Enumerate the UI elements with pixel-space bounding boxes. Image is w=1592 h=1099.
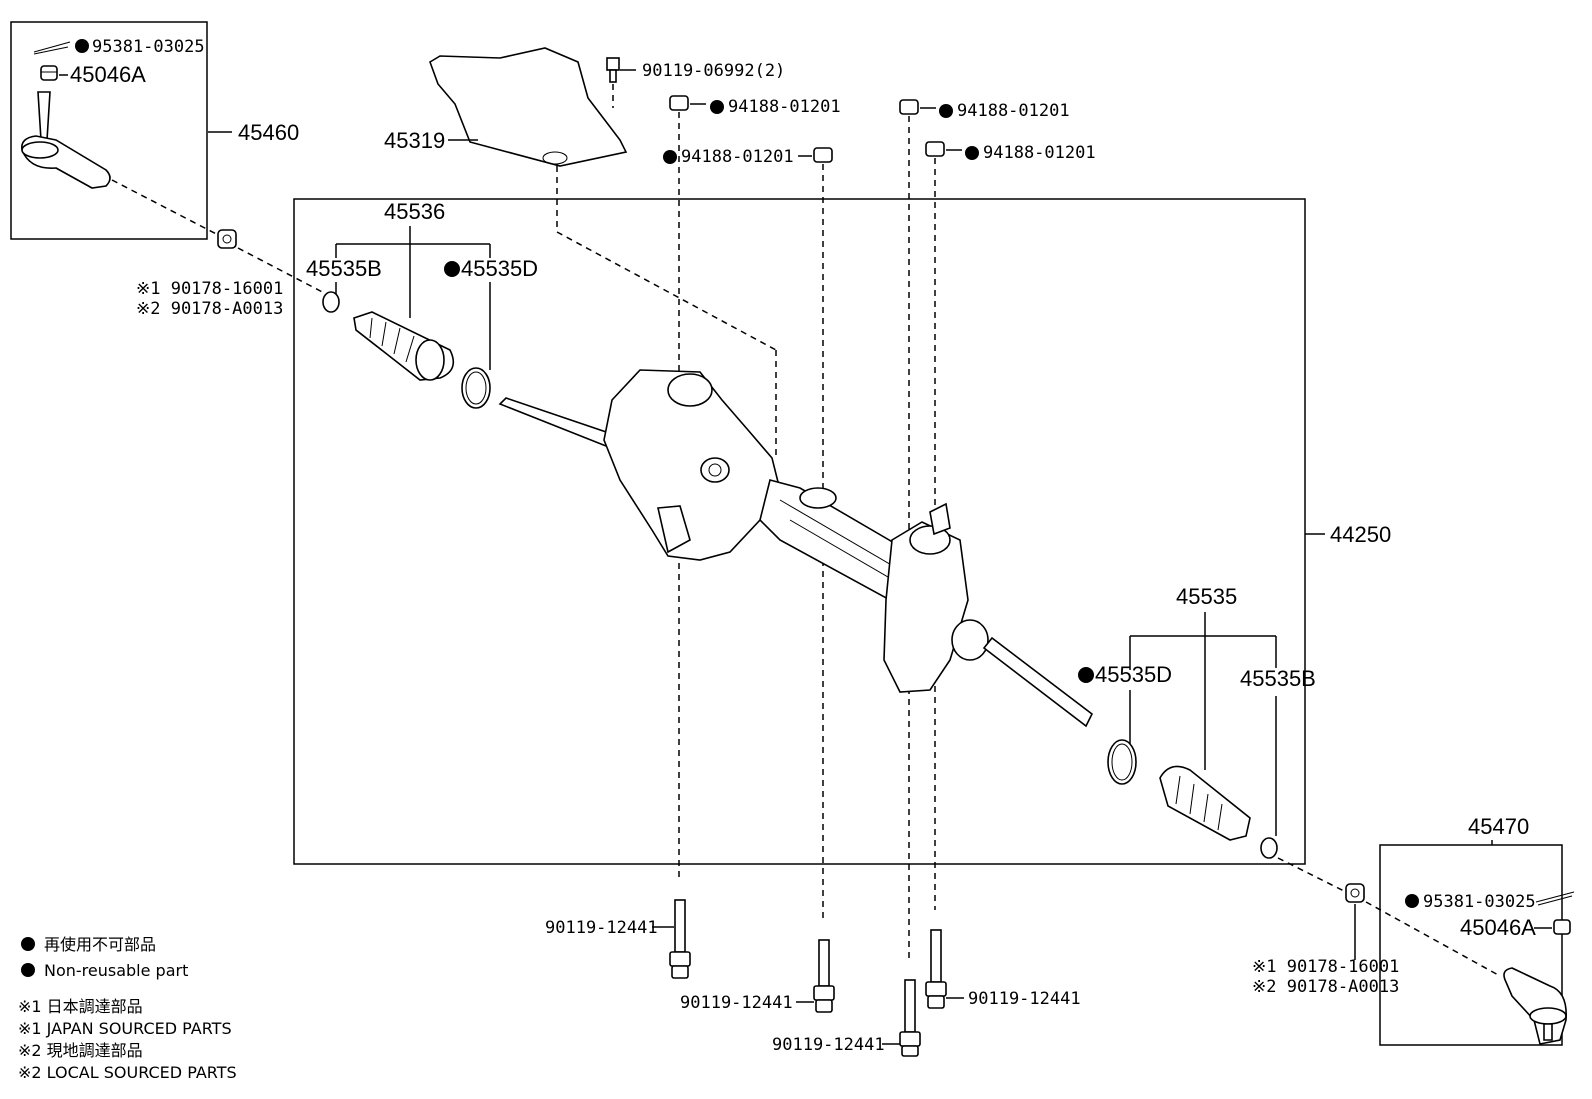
boot-band-icon [1107,739,1137,785]
legend-nonreusable-jp: 再使用不可部品 [44,935,156,954]
cotter-pin-icon [1535,891,1575,906]
label-90178-2-r: ※2 90178-A0013 [1252,977,1399,997]
bolt-icon [669,899,691,979]
label-bolt-1: 90119-12441 [545,918,658,938]
legend-nonreusable-en: Non-reusable part [44,961,188,980]
bolt-icon [925,929,947,1009]
legend-jp1: ※1 日本調達部品 [18,997,143,1016]
flange-nut-icon [925,141,945,157]
nonreusable-dot [75,39,89,53]
flange-nut-icon [669,95,689,111]
steering-gear-assembly-icon [498,369,1094,728]
nonreusable-dot [1405,894,1419,908]
bolt-icon [899,979,921,1057]
label-94188-b: 94188-01201 [681,147,794,167]
rack-boot-icon [353,311,455,381]
legend-jp2-en: ※2 LOCAL SOURCED PARTS [18,1063,237,1082]
label-45535B-l: 45535B [306,256,382,281]
label-45046A-tl: 45046A [70,62,146,87]
jam-nut-icon [1345,883,1365,903]
tie-rod-end-icon [20,91,111,189]
tie-rod-end-right-box [1379,844,1563,1046]
bolt-icon [813,939,835,1013]
steering-rack-box [293,198,1306,865]
label-94188-a: 94188-01201 [728,97,841,117]
label-44250: 44250 [1330,522,1391,547]
tie-rod-end-left-box [10,21,208,240]
boot-clip-icon [1260,837,1278,859]
rack-boot-icon [1159,765,1251,841]
label-45535D-r: 45535D [1095,662,1172,687]
label-45535D-l: 45535D [461,256,538,281]
label-bolt-3: 90119-12441 [968,989,1081,1009]
bolt-icon [606,57,620,83]
boot-band-icon [461,367,491,409]
label-45319: 45319 [384,128,445,153]
nut-icon [1553,919,1571,935]
legend-dot [21,937,35,951]
label-45536: 45536 [384,199,445,224]
label-45535B-r: 45535B [1240,666,1316,691]
label-94188-c: 94188-01201 [957,101,1070,121]
label-90119-06992: 90119-06992(2) [642,61,785,81]
jam-nut-icon [217,229,237,249]
nonreusable-dot [710,100,724,114]
label-95381-br: 95381-03025 [1423,892,1536,912]
nonreusable-dot [965,146,979,160]
boot-clip-icon [322,291,340,313]
legend-jp2: ※2 現地調達部品 [18,1041,143,1060]
label-95381-tl: 95381-03025 [92,37,205,57]
label-45460: 45460 [238,120,299,145]
nonreusable-dot [1078,667,1094,683]
flange-nut-icon [899,99,919,115]
flange-nut-icon [813,147,833,163]
nonreusable-dot [444,261,460,277]
nut-icon [40,65,58,81]
label-90178-1-r: ※1 90178-16001 [1252,957,1399,977]
label-90178-1-l: ※1 90178-16001 [136,279,283,299]
legend-jp1-en: ※1 JAPAN SOURCED PARTS [18,1019,232,1038]
cotter-pin-icon [33,41,71,55]
nonreusable-dot [663,150,677,164]
dust-cover-icon [429,47,628,167]
nonreusable-dot [939,104,953,118]
label-45046A-br: 45046A [1460,915,1536,940]
label-bolt-2: 90119-12441 [680,993,793,1013]
label-45535: 45535 [1176,584,1237,609]
label-94188-d: 94188-01201 [983,143,1096,163]
label-90178-2-l: ※2 90178-A0013 [136,299,283,319]
label-45470: 45470 [1468,814,1529,839]
tie-rod-end-icon [1503,967,1567,1045]
label-bolt-4: 90119-12441 [772,1035,885,1055]
legend-dot [21,963,35,977]
